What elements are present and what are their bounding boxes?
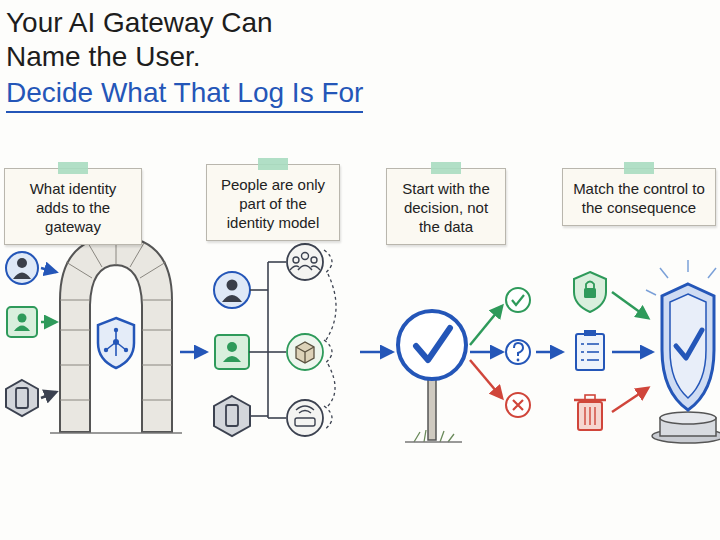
subtitle: Decide What That Log Is For — [6, 76, 363, 113]
protected-shield — [646, 260, 720, 443]
control-icons — [574, 272, 606, 430]
flow-arrows — [41, 268, 652, 412]
card-text: Start with the decision, not the data — [395, 179, 497, 236]
identity-model — [214, 244, 336, 436]
decision-sign — [398, 288, 530, 442]
card-text: People are only part of the identity mod… — [215, 175, 331, 232]
note-card: What identity adds to the gateway — [4, 168, 142, 245]
identity-icons — [6, 252, 38, 416]
note-card: Match the control to the consequence — [562, 168, 716, 226]
card-text: What identity adds to the gateway — [13, 179, 133, 236]
card-text: Match the control to the consequence — [571, 179, 707, 217]
stone-arch — [50, 236, 182, 433]
note-card: People are only part of the identity mod… — [206, 164, 340, 241]
diagram-title: Your AI Gateway Can Name the User. — [6, 6, 276, 74]
note-card: Start with the decision, not the data — [386, 168, 506, 245]
